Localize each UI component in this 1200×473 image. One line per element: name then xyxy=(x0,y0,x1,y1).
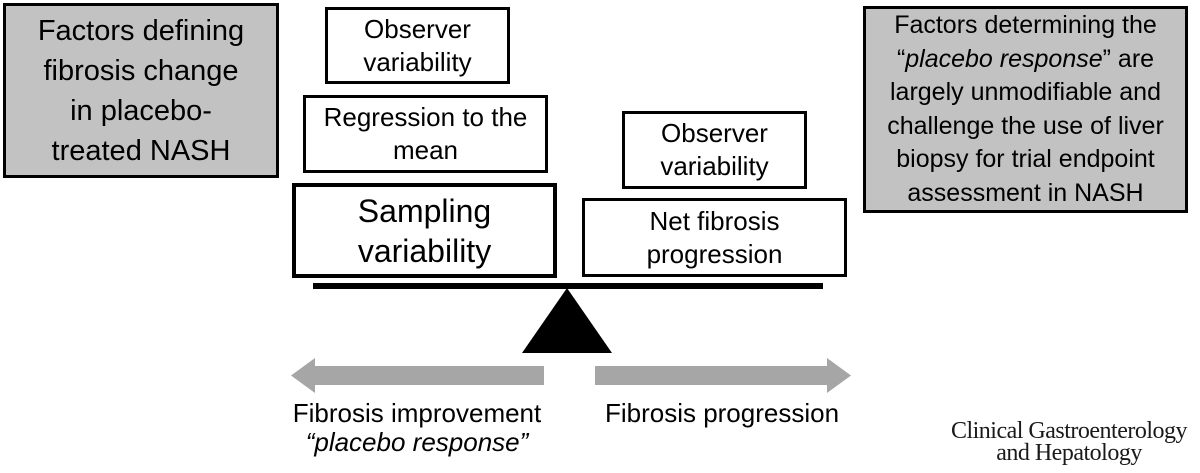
factor-box-line: progression xyxy=(646,238,783,269)
factor-box-line: variability xyxy=(660,151,769,181)
factor-box-line: mean xyxy=(392,135,459,165)
factor-box-line: Regression to the xyxy=(323,102,528,132)
factor-box-line: Net fibrosis xyxy=(649,205,780,236)
factor-box-line: Sampling xyxy=(357,192,492,229)
factor-box-observer-variability-right: Observer variability xyxy=(622,111,807,189)
fulcrum-triangle-icon xyxy=(522,288,612,353)
factor-box-net-fibrosis-progression: Net fibrosis progression xyxy=(582,198,847,277)
right-annotation-line: “placebo response” are xyxy=(896,44,1155,73)
right-annotation-line: largely unmodifiable and xyxy=(889,78,1161,106)
factor-box-line: Observer xyxy=(364,13,471,44)
factor-box-observer-variability-left: Observer variability xyxy=(325,7,510,84)
journal-masthead: Clinical Gastroenterology and Hepatology xyxy=(940,418,1198,466)
right-annotation-line: biopsy for trial endpoint xyxy=(896,145,1155,173)
left-annotation-line: Factors defining xyxy=(37,14,245,47)
factor-box-line: variability xyxy=(363,46,472,77)
journal-name-line: Clinical Gastroenterology xyxy=(950,418,1188,444)
balance-beam xyxy=(313,283,823,289)
left-annotation-line: treated NASH xyxy=(51,134,231,167)
left-annotation-box: Factors defining fibrosis change in plac… xyxy=(3,3,279,178)
right-arrow-icon xyxy=(595,358,851,393)
left-arrow-icon xyxy=(291,358,544,393)
placebo-response-italic: placebo response xyxy=(905,44,1103,73)
right-annotation-line: assessment in NASH xyxy=(907,178,1144,207)
fibrosis-improvement-label: Fibrosis improvement xyxy=(292,398,542,428)
factor-box-line: Observer xyxy=(661,118,768,148)
left-annotation-line: in placebo- xyxy=(70,94,212,127)
factor-box-sampling-variability: Sampling variability xyxy=(292,183,557,278)
fibrosis-progression-label: Fibrosis progression xyxy=(604,398,840,428)
factor-box-regression-to-the-mean: Regression to the mean xyxy=(303,95,548,173)
placebo-response-label: “placebo response” xyxy=(305,427,529,457)
left-annotation-line: fibrosis change xyxy=(43,54,239,87)
factor-box-line: variability xyxy=(357,232,492,269)
right-annotation-line: challenge the use of liver xyxy=(887,111,1164,140)
right-annotation-line: Factors determining the xyxy=(894,11,1157,39)
right-annotation-box: Factors determining the “placebo respons… xyxy=(863,6,1188,213)
journal-name-line: and Hepatology xyxy=(996,440,1142,466)
